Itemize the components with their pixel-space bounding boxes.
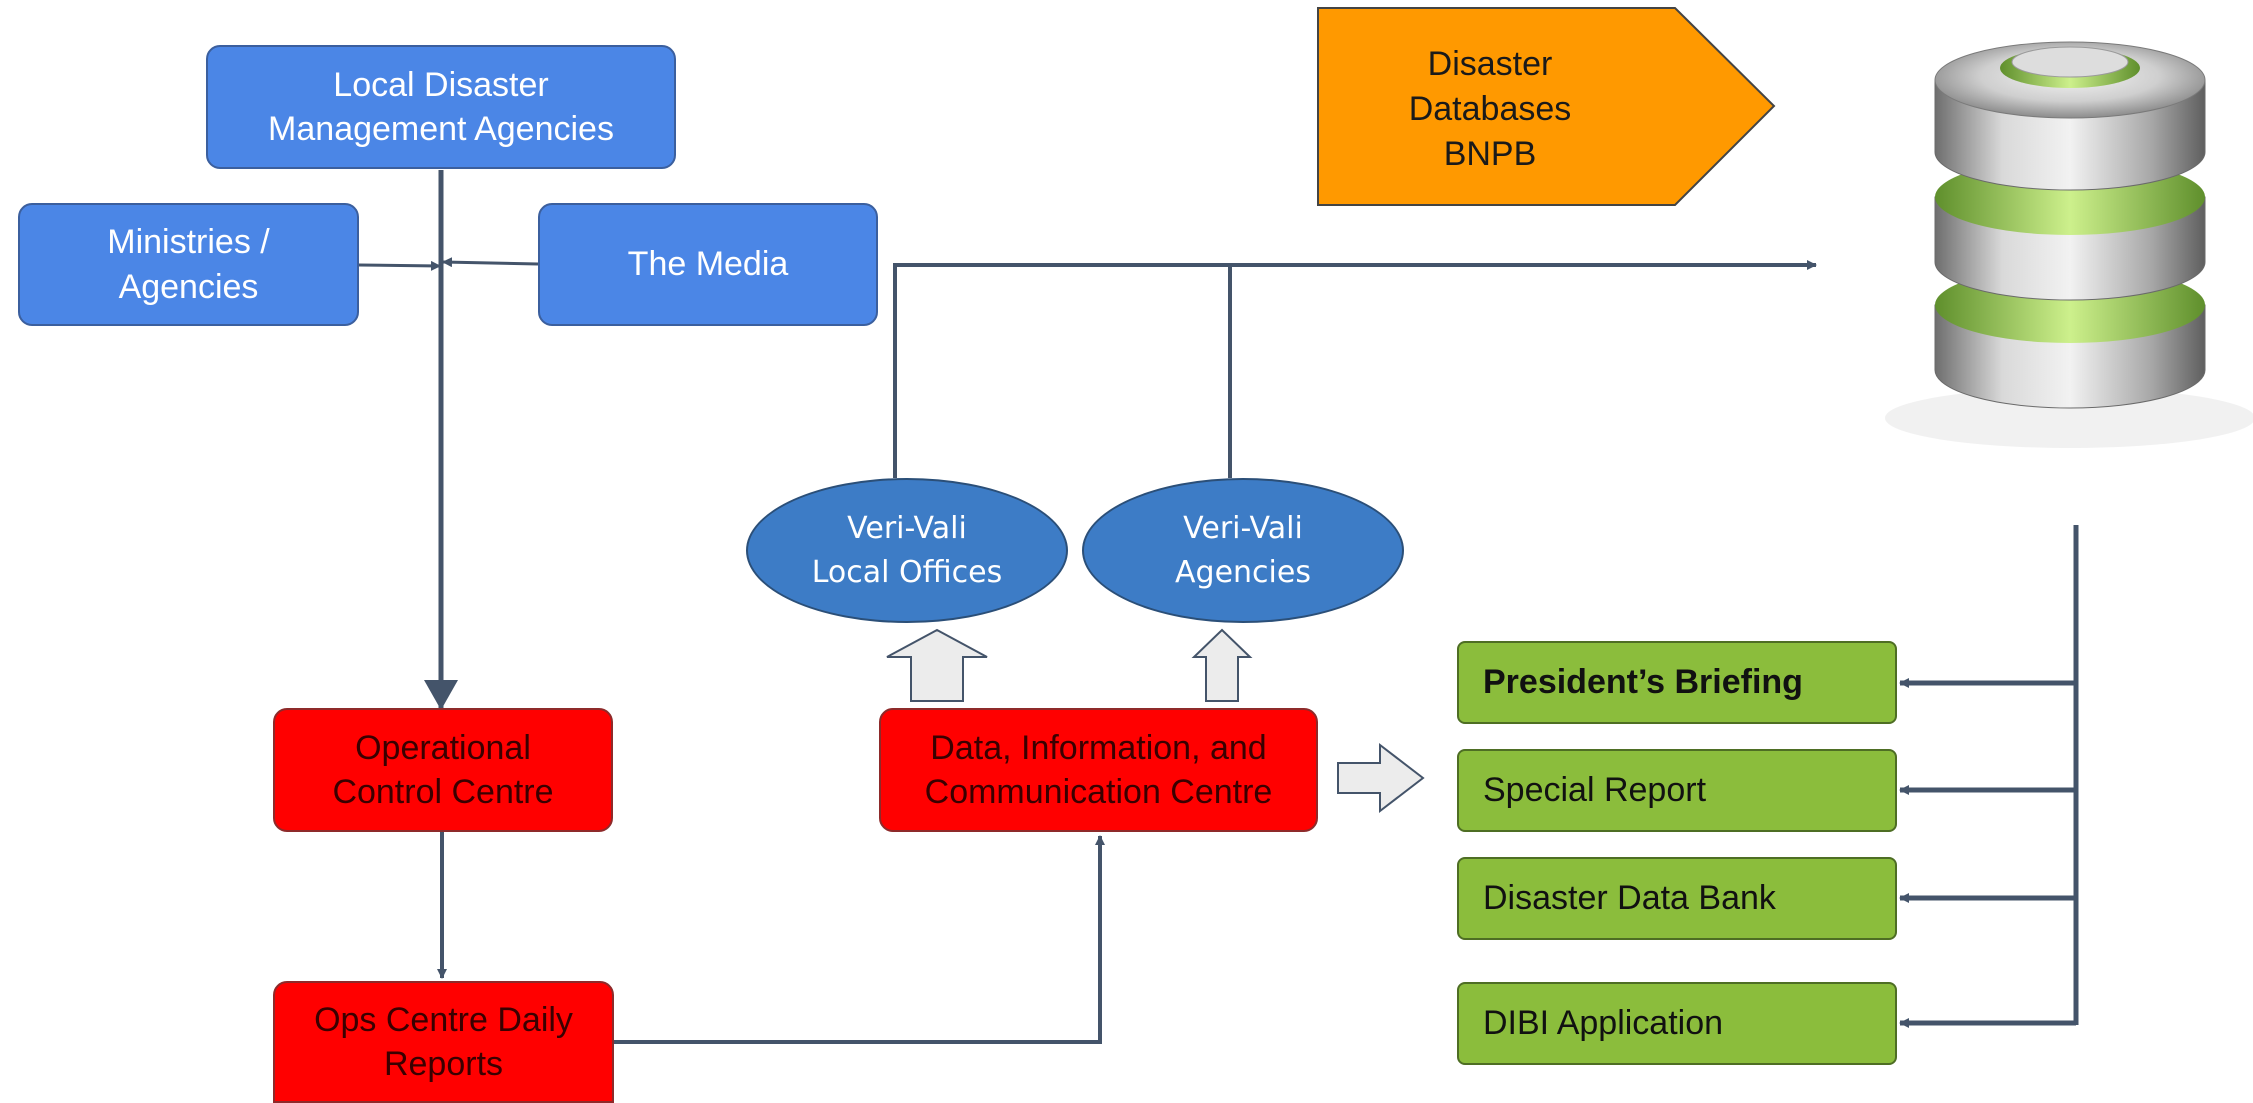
- verivali-local-up-line: [893, 260, 1817, 478]
- ops-centre-daily-reports-box: Ops Centre Daily Reports: [273, 981, 614, 1103]
- local-agencies-label-line-2: Management Agencies: [268, 110, 614, 148]
- database-label-line-1: Disaster: [1427, 45, 1553, 83]
- database-icon: [1885, 41, 2253, 448]
- media-label: The Media: [627, 245, 789, 284]
- daily-reports-label-line-1: Ops Centre Daily: [314, 1000, 573, 1039]
- database-label-line-3: BNPB: [1443, 135, 1537, 174]
- veri-vali-local-line-2: Local Offices: [811, 554, 1003, 590]
- veri-vali-local-line-1: Veri-Vali: [847, 511, 967, 546]
- ministries-agencies-box: Ministries / Agencies: [18, 203, 359, 326]
- presidents-briefing-box: President’s Briefing: [1457, 641, 1897, 724]
- database-label-arrow-shape: [1317, 7, 1776, 206]
- media-box: The Media: [538, 203, 878, 326]
- dibi-application-box: DIBI Application: [1457, 982, 1897, 1065]
- database-label: Disaster Databases BNPB: [1320, 42, 1660, 178]
- block-arrow-up-local: [886, 628, 988, 702]
- dicc-label-line-1: Data, Information, and: [930, 728, 1267, 767]
- veri-vali-agencies-line-2: Agencies: [1175, 554, 1311, 590]
- veri-vali-agencies-oval: Veri-Vali Agencies: [1082, 478, 1404, 623]
- reports-to-dicc-line: [614, 835, 1105, 1044]
- ministries-label-line-2: Agencies: [118, 267, 259, 306]
- dicc-label-line-2: Communication Centre: [924, 773, 1273, 811]
- disaster-data-bank-box: Disaster Data Bank: [1457, 857, 1897, 940]
- ministries-label-line-1: Ministries /: [107, 223, 270, 262]
- data-information-communication-centre-box: Data, Information, and Communication Cen…: [879, 708, 1318, 832]
- special-report-box: Special Report: [1457, 749, 1897, 832]
- presidents-briefing-label: President’s Briefing: [1483, 663, 1803, 702]
- database-label-line-2: Databases: [1408, 90, 1572, 129]
- media-connector: [442, 257, 539, 268]
- ministries-connector: [358, 260, 441, 271]
- ops-control-label-line-1: Operational: [355, 728, 531, 767]
- operational-control-centre-box: Operational Control Centre: [273, 708, 613, 832]
- local-agencies-label-line-1: Local Disaster: [333, 65, 549, 104]
- block-arrow-right-outputs: [1337, 742, 1425, 814]
- veri-vali-agencies-line-1: Veri-Vali: [1183, 511, 1303, 546]
- daily-reports-label-line-2: Reports: [383, 1045, 504, 1083]
- dibi-application-label: DIBI Application: [1483, 1004, 1724, 1043]
- ops-control-label-line-2: Control Centre: [332, 773, 554, 811]
- block-arrow-up-agencies: [1191, 628, 1253, 702]
- veri-vali-local-offices-oval: Veri-Vali Local Offices: [746, 478, 1068, 623]
- disaster-data-bank-label: Disaster Data Bank: [1483, 879, 1776, 918]
- special-report-label: Special Report: [1483, 771, 1707, 810]
- local-disaster-agencies-box: Local Disaster Management Agencies: [206, 45, 676, 169]
